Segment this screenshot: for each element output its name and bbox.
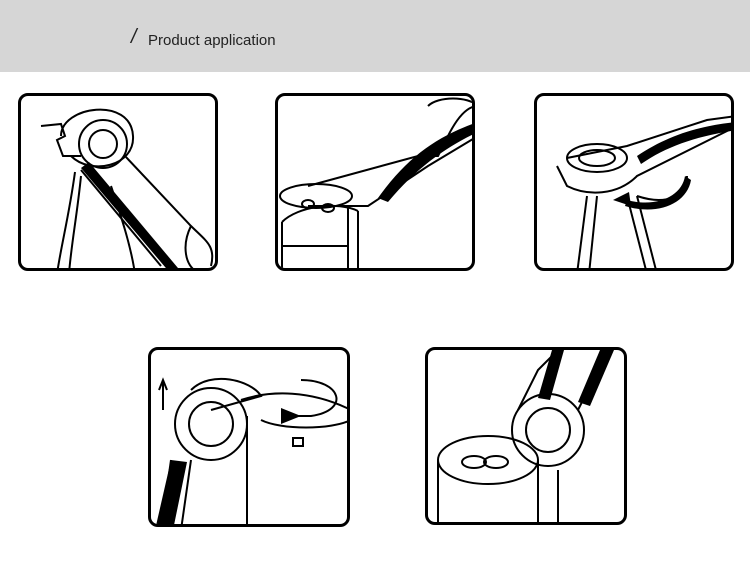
step-2-illustration	[275, 93, 475, 271]
step-1-illustration	[18, 93, 218, 271]
step-4-illustration	[148, 347, 350, 527]
step-3-illustration	[534, 93, 734, 271]
title-slash: /	[131, 26, 137, 48]
step-5-illustration	[425, 347, 627, 525]
header-banner: / Product application	[0, 0, 750, 72]
page-title: Product application	[148, 32, 276, 49]
